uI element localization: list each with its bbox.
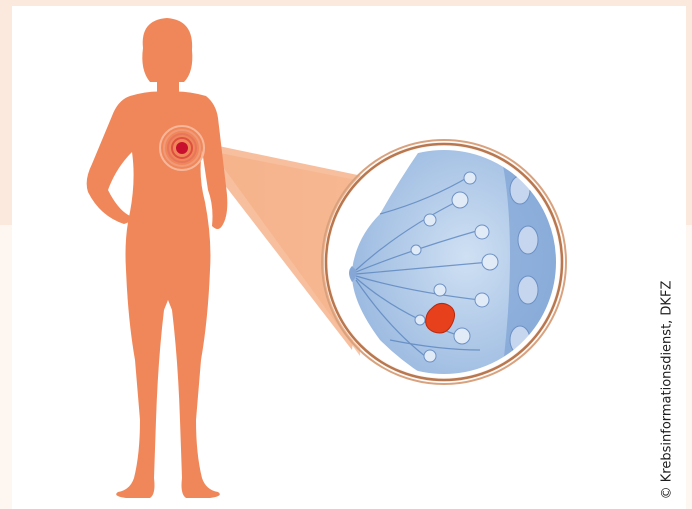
image-credit: © Krebsinformationsdienst, DKFZ <box>660 281 675 500</box>
female-silhouette-icon <box>87 18 228 498</box>
